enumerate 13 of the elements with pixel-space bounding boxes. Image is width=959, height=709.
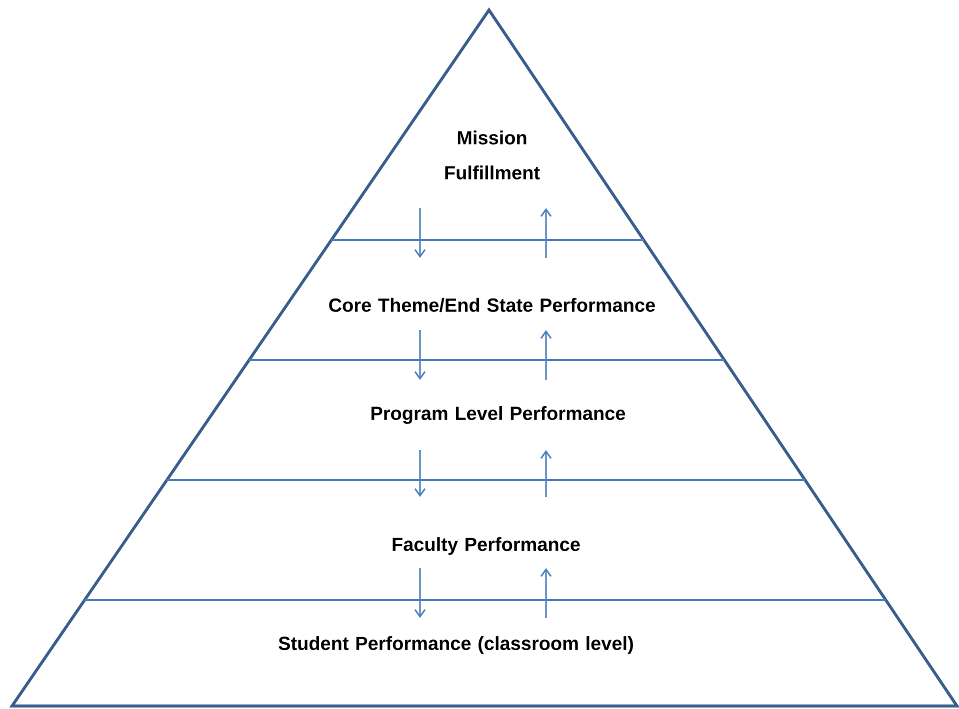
band-label: Program Level Performance: [372, 406, 626, 424]
band-label: Faculty Performance: [392, 537, 580, 555]
arrow: [540, 568, 552, 618]
arrow: [540, 330, 552, 380]
arrow: [414, 568, 426, 618]
arrow: [414, 330, 426, 380]
arrow: [414, 450, 426, 497]
arrow: [540, 208, 552, 258]
arrow: [540, 450, 552, 497]
band-label: Mission Fulfillment: [445, 130, 540, 180]
arrow: [414, 208, 426, 258]
band-label: Student Performance (classroom level): [278, 636, 633, 654]
band-label: Core Theme/End State Performance: [329, 298, 655, 312]
